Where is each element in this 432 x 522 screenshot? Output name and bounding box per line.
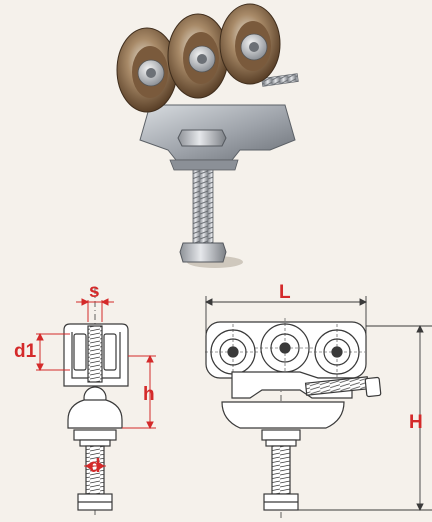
front-upper-nut bbox=[261, 429, 301, 441]
label-H: H bbox=[409, 412, 423, 433]
label-s: s bbox=[89, 281, 100, 302]
front-bolt bbox=[271, 445, 291, 495]
side-wheel-right bbox=[103, 333, 117, 371]
L-arrow-right bbox=[359, 298, 368, 306]
d-arrow-right bbox=[98, 462, 105, 470]
front-washer bbox=[265, 439, 297, 447]
label-h: h bbox=[143, 384, 155, 405]
photo-clamp-plate bbox=[169, 159, 239, 171]
photo-bottom-nut bbox=[179, 242, 227, 263]
photo-wheel-middle bbox=[167, 13, 229, 99]
side-washer bbox=[79, 439, 111, 447]
photo-wheel-right bbox=[219, 3, 281, 85]
label-d: d bbox=[89, 456, 101, 477]
label-d1: d1 bbox=[14, 341, 37, 362]
s-arrow-left bbox=[81, 298, 90, 306]
d-arrow-left bbox=[85, 462, 92, 470]
front-side-screw-head bbox=[364, 376, 382, 398]
side-dimensions bbox=[36, 298, 156, 470]
label-L: L bbox=[279, 282, 291, 303]
front-view-drawing bbox=[205, 318, 382, 518]
d1-arrow-top bbox=[36, 332, 44, 341]
front-wheel-right bbox=[309, 324, 365, 380]
photo-top-nut bbox=[177, 129, 227, 147]
h-arrow-bottom bbox=[146, 421, 154, 430]
s-arrow-right bbox=[100, 298, 109, 306]
front-wheel-left bbox=[205, 324, 261, 380]
d1-arrow-bottom bbox=[36, 363, 44, 372]
photo-wheel-left bbox=[116, 27, 178, 113]
side-upper-nut bbox=[73, 429, 117, 441]
side-wheel-left bbox=[73, 333, 87, 371]
H-arrow-top bbox=[416, 324, 424, 333]
H-arrow-bottom bbox=[416, 503, 424, 512]
side-bracket bbox=[67, 399, 123, 429]
front-dimensions bbox=[204, 296, 432, 512]
front-base-plate bbox=[221, 401, 345, 429]
side-view-drawing bbox=[63, 288, 129, 518]
trolley-photo bbox=[116, 3, 299, 268]
L-arrow-left bbox=[204, 298, 213, 306]
photo-side-screw bbox=[261, 73, 299, 87]
side-axle bbox=[87, 325, 103, 383]
h-arrow-top bbox=[146, 354, 154, 363]
